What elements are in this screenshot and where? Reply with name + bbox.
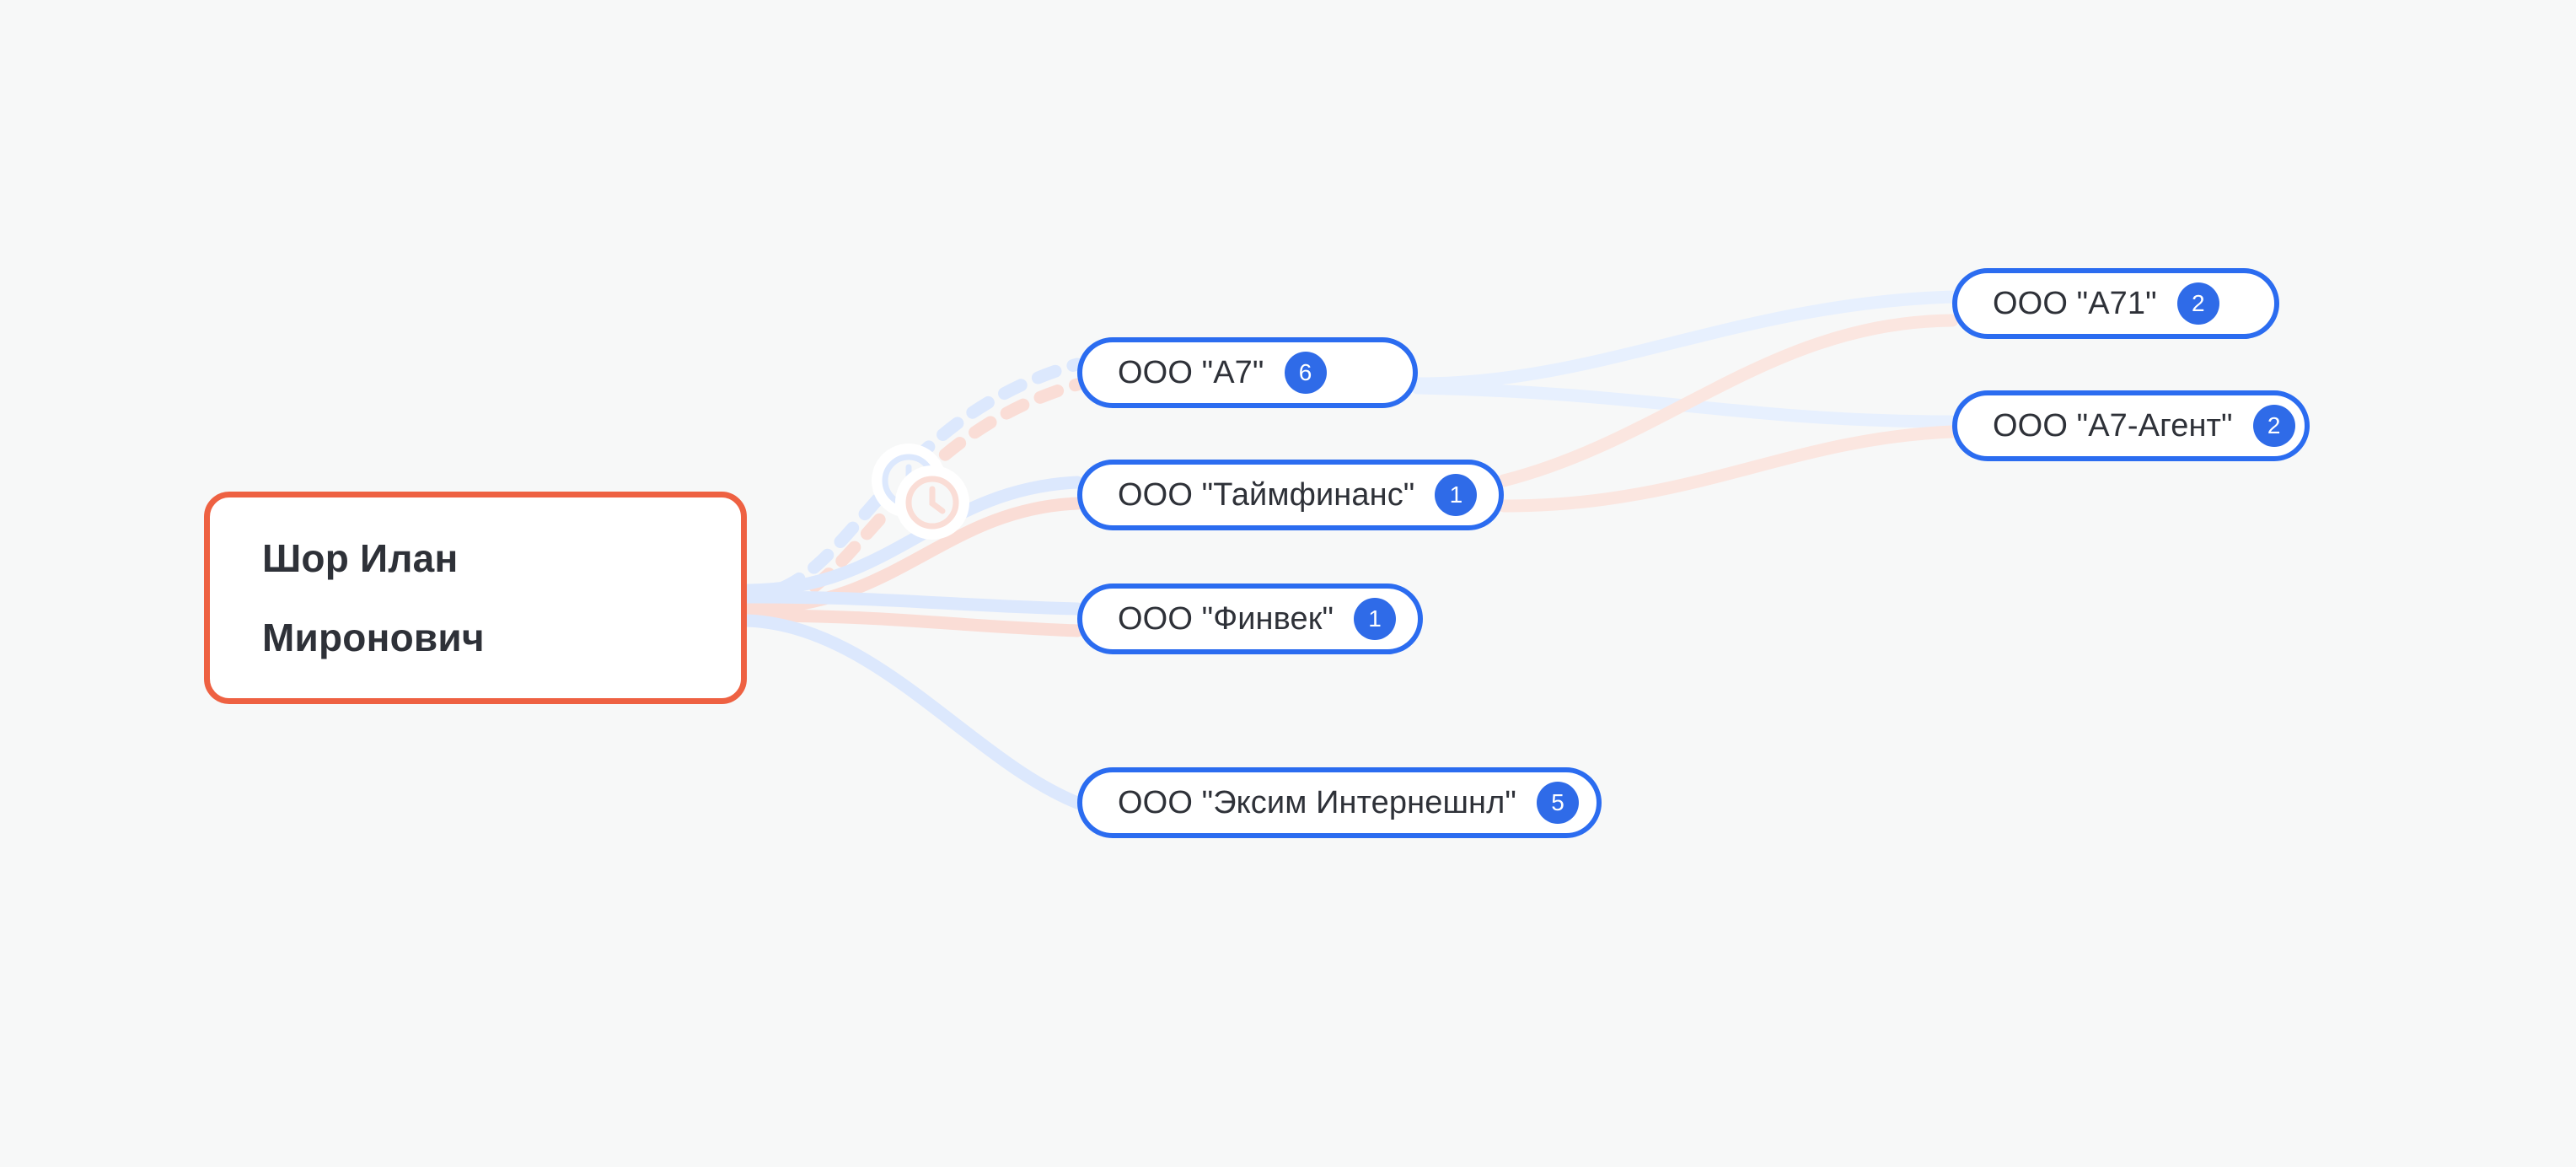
- node-badge-count: 5: [1537, 782, 1579, 824]
- root-node-label-line2: Миронович: [262, 616, 485, 659]
- node-label: ООО "А7-Агент": [1993, 407, 2233, 444]
- node-badge-count: 2: [2176, 282, 2219, 325]
- node-ooo-a7[interactable]: ООО "А7" 6: [1077, 337, 1418, 408]
- node-ooo-taymfinans[interactable]: ООО "Таймфинанс" 1: [1077, 460, 1504, 530]
- node-badge-count: 1: [1435, 474, 1478, 516]
- node-badge-count: 6: [1284, 352, 1327, 394]
- node-badge-count: 2: [2252, 405, 2295, 447]
- node-badge-count: 1: [1354, 598, 1397, 640]
- node-label: ООО "А7": [1118, 354, 1264, 390]
- node-ooo-finvek[interactable]: ООО "Финвек" 1: [1077, 584, 1423, 654]
- node-label: ООО "А71": [1993, 285, 2157, 321]
- node-ooo-eksim-interneshnl[interactable]: ООО "Эксим Интернешнл" 5: [1077, 767, 1602, 838]
- node-ooo-a71[interactable]: ООО "А71" 2: [1952, 268, 2279, 339]
- node-ooo-a7-agent[interactable]: ООО "А7-Агент" 2: [1952, 390, 2310, 461]
- node-label: ООО "Эксим Интернешнл": [1118, 784, 1516, 820]
- root-node-label-line1: Шор Илан: [262, 536, 459, 580]
- node-label: ООО "Финвек": [1118, 600, 1334, 637]
- node-root-person[interactable]: Шор Илан Миронович: [204, 492, 747, 704]
- node-label: ООО "Таймфинанс": [1118, 476, 1415, 513]
